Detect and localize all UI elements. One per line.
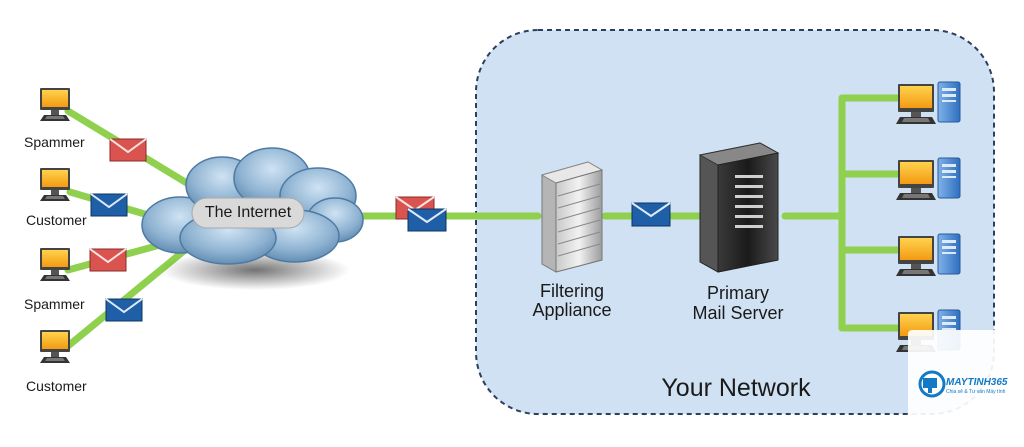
- sender-label-3: Spammer: [24, 296, 85, 312]
- computer-icon: [40, 330, 70, 363]
- server-label-line1: Primary: [707, 283, 769, 303]
- legit-envelope-icon: [90, 193, 128, 217]
- envelopes: [89, 138, 671, 322]
- spam-envelope-icon: [109, 138, 147, 162]
- filtering-appliance-icon: [540, 161, 604, 273]
- computer-icon: [40, 168, 70, 201]
- mail-server-icon: [698, 142, 780, 273]
- watermark-brand: MAYTINH365: [946, 377, 1008, 388]
- legit-envelope-icon: [105, 298, 143, 322]
- logo-mark-icon: [918, 370, 946, 398]
- workstation-icon: [895, 233, 961, 277]
- filter-label-line1: Filtering: [539, 281, 605, 301]
- watermark-logo: MAYTINH365 Chia sẻ & Tư vấn Máy tính: [908, 330, 1018, 442]
- sender-label-2: Customer: [26, 212, 87, 228]
- sender-label-1: Spammer: [24, 134, 85, 150]
- internet-label: The Internet: [204, 204, 292, 221]
- computer-icon: [40, 88, 70, 121]
- internet-cloud: [141, 147, 364, 290]
- server-label-line2: Mail Server: [692, 303, 784, 323]
- legit-envelope-icon: [631, 202, 671, 227]
- workstation-icon: [895, 157, 961, 201]
- sender-label-4: Customer: [26, 378, 87, 394]
- computer-icon: [40, 248, 70, 281]
- legit-envelope-icon: [407, 208, 447, 232]
- filter-label-line2: Appliance: [532, 300, 612, 320]
- network-title: Your Network: [661, 374, 811, 402]
- watermark-tagline: Chia sẻ & Tư vấn Máy tính: [946, 389, 1006, 395]
- workstation-icon: [895, 81, 961, 125]
- spam-envelope-icon: [89, 248, 127, 272]
